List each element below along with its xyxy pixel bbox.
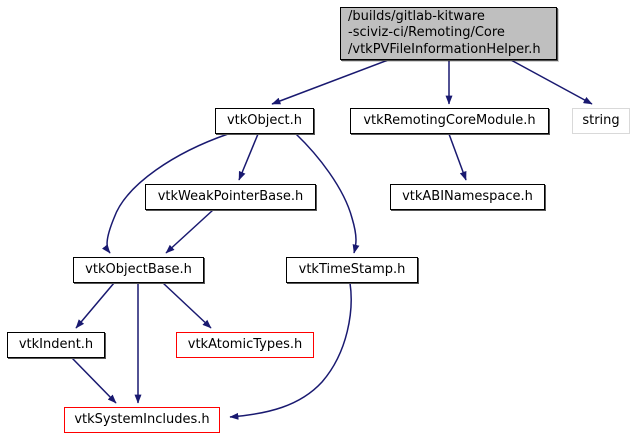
node-vtkTimeStamp[interactable]: vtkTimeStamp.h [286,257,418,283]
node-vtkSystemIncludes-label: vtkSystemIncludes.h [74,412,210,428]
node-vtkWeakPointerBase[interactable]: vtkWeakPointerBase.h [145,184,316,210]
node-vtkSystemIncludes[interactable]: vtkSystemIncludes.h [64,407,220,433]
node-vtkAtomicTypes-label: vtkAtomicTypes.h [187,337,303,353]
edge-root-to-string [510,59,593,105]
edge-vtkObjectBase-to-vtkAtomicTypes [162,282,212,329]
node-vtkABINamespace-label: vtkABINamespace.h [402,189,533,205]
node-root-label: /builds/gitlab-kitware -sciviz-ci/Remoti… [348,8,541,57]
node-string-label: string [582,113,620,129]
edge-vtkWeakPointerBase-to-vtkObjectBase [165,209,214,254]
node-vtkTimeStamp-label: vtkTimeStamp.h [298,262,406,278]
node-vtkIndent[interactable]: vtkIndent.h [7,332,105,358]
node-vtkAtomicTypes[interactable]: vtkAtomicTypes.h [176,332,314,358]
node-vtkRemotingCoreModule-label: vtkRemotingCoreModule.h [363,113,536,129]
node-vtkABINamespace[interactable]: vtkABINamespace.h [390,184,545,210]
node-vtkWeakPointerBase-label: vtkWeakPointerBase.h [157,189,304,205]
node-vtkObjectBase[interactable]: vtkObjectBase.h [73,257,204,283]
node-vtkIndent-label: vtkIndent.h [18,337,94,353]
node-vtkObjectBase-label: vtkObjectBase.h [85,262,192,278]
edge-vtkObject-to-vtkWeakPointerBase [238,133,259,181]
node-root[interactable]: /builds/gitlab-kitware -sciviz-ci/Remoti… [340,7,557,60]
edge-vtkIndent-to-vtkSystemIncludes [71,357,117,404]
edge-vtkRemotingCoreModule-to-vtkABINamespace [448,133,467,181]
edge-vtkObjectBase-to-vtkIndent [75,282,115,329]
node-string[interactable]: string [572,108,630,134]
node-vtkRemotingCoreModule[interactable]: vtkRemotingCoreModule.h [350,108,549,134]
node-vtkObject-label: vtkObject.h [226,113,303,129]
node-vtkObject[interactable]: vtkObject.h [215,108,314,134]
edge-root-to-vtkObject [271,59,389,105]
